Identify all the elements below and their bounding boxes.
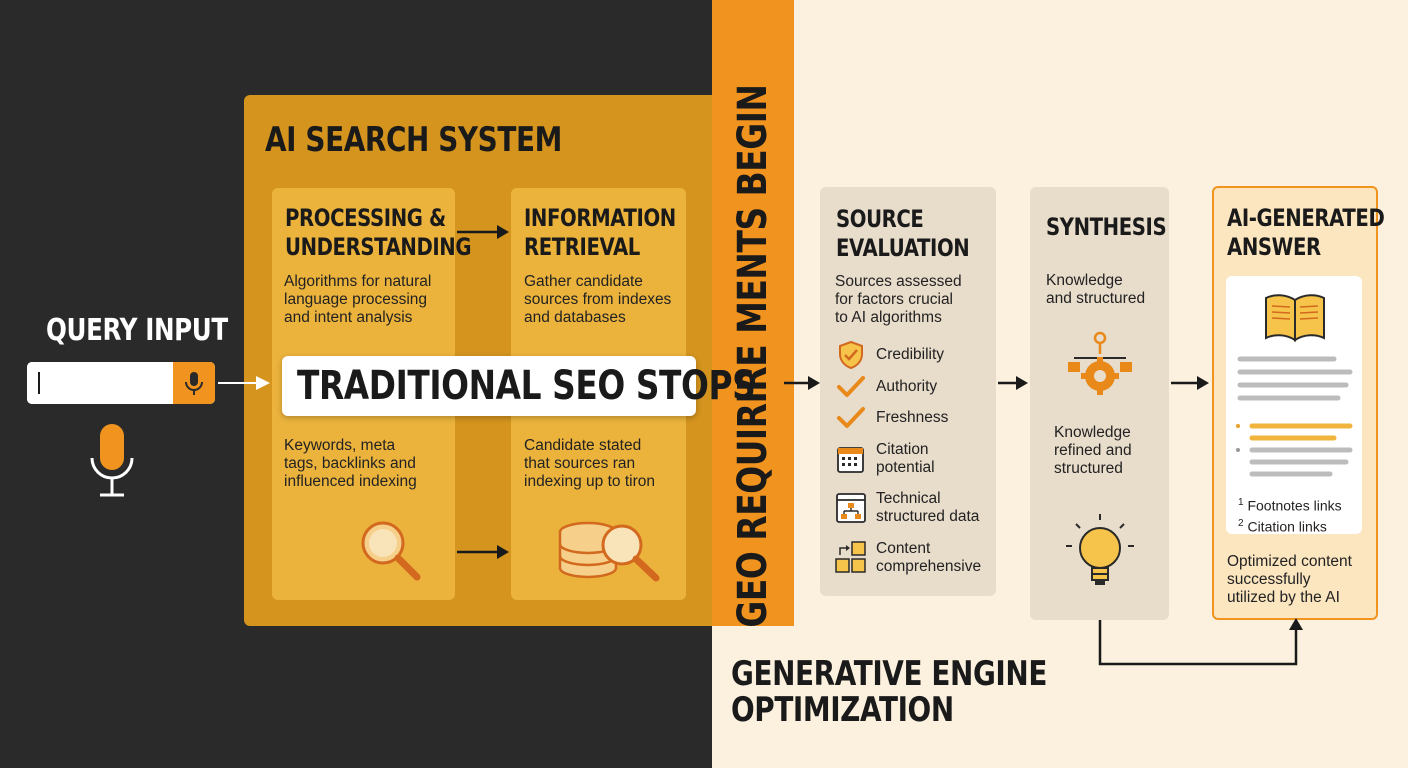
- answer-text-lines: [1236, 356, 1353, 477]
- arrow-synthesis-to-answer: [1171, 376, 1209, 390]
- traditional-seo-banner: [282, 356, 696, 416]
- arrow-query-to-system: [218, 376, 270, 390]
- arrow-processing-to-retrieval: [457, 225, 509, 239]
- large-microphone-icon: [90, 424, 134, 497]
- factor-credibility: Credibility: [876, 346, 945, 363]
- text-caret: [38, 372, 40, 394]
- content-blocks-icon: [835, 541, 866, 573]
- answer-footnotes: 1 Footnotes links 2 Citation links: [1238, 494, 1342, 535]
- calendar-icon: [837, 447, 864, 473]
- processing-title-line2: UNDERSTANDING: [285, 233, 472, 261]
- microphone-icon: [185, 372, 203, 395]
- checkmark-icon: [837, 376, 865, 397]
- checkmark-icon: [837, 407, 865, 428]
- arrow-geo-to-evaluation: [784, 376, 820, 390]
- query-search-bar: [27, 362, 215, 404]
- source-evaluation-title-line2: EVALUATION: [836, 234, 970, 262]
- shield-check-icon: [839, 340, 863, 370]
- lightbulb-icon: [1066, 514, 1134, 585]
- query-search-input[interactable]: [27, 362, 173, 404]
- geo-requirements-band: [712, 0, 794, 626]
- synthesis-title: SYNTHESIS: [1046, 213, 1167, 241]
- magnifier-icon: [361, 521, 421, 581]
- voice-search-button[interactable]: [173, 362, 215, 404]
- retrieval-title-line2: RETRIEVAL: [524, 233, 640, 261]
- database-search-icon: [558, 521, 660, 582]
- answer-title-line2: ANSWER: [1227, 233, 1321, 261]
- processing-title-line1: PROCESSING &: [285, 204, 446, 232]
- arrow-evaluation-to-synthesis: [998, 376, 1028, 390]
- open-book-icon: [1265, 294, 1325, 342]
- answer-title-line1: AI-GENERATED: [1227, 204, 1385, 232]
- footnote-item[interactable]: 2 Citation links: [1238, 517, 1327, 535]
- footnote-item[interactable]: 1 Footnotes links: [1238, 497, 1342, 514]
- retrieval-title-line1: INFORMATION: [524, 204, 676, 232]
- feedback-loop-arrow: [1098, 618, 1303, 666]
- factor-freshness: Freshness: [876, 409, 949, 426]
- ai-system-title: AI SEARCH SYSTEM: [265, 120, 562, 160]
- geo-requirements-label: GEO REQUIRIRE MENTS BEGIN: [730, 84, 776, 628]
- structured-data-icon: [836, 493, 866, 523]
- source-evaluation-title-line1: SOURCE: [836, 205, 924, 233]
- factor-authority: Authority: [876, 378, 938, 395]
- traditional-seo-label: TRADITIONAL SEO STOPS: [297, 363, 756, 409]
- arrow-lower-processing-to-retrieval: [457, 545, 509, 559]
- gear-network-icon: [1068, 331, 1132, 395]
- query-input-label: QUERY INPUT: [46, 313, 228, 348]
